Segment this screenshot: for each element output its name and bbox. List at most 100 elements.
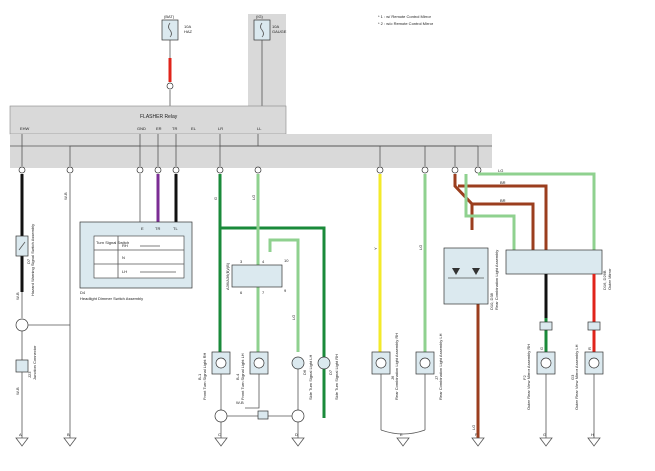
lamp-front-rh: Front Turn Signal Light RH B-1 — [197, 351, 231, 400]
svg-text:Outer Rear View Mirror Assembl: Outer Rear View Mirror Assembly LH — [574, 344, 579, 410]
hazard-switch-label: Hazard Warning Signal Switch Assembly — [30, 224, 35, 296]
junction-pin-7: 7 — [262, 290, 265, 295]
ground-e: E — [396, 432, 410, 447]
switch-row-label: Turn Signal Switch — [96, 240, 129, 245]
svg-text:B: B — [67, 432, 70, 437]
switch-header-e: E — [141, 226, 144, 231]
relay-terminal-lr: LR — [218, 126, 223, 131]
lamp-side-lh-code: D6 — [302, 369, 307, 375]
hazard-switch-code: D7 — [26, 258, 31, 264]
wire-brown-1 — [453, 174, 474, 230]
ground-c: C — [214, 432, 228, 447]
wire-label-lg-side: LG — [291, 315, 296, 320]
wire-label-y: Y — [373, 247, 378, 250]
svg-text:D: D — [295, 432, 298, 437]
fuse-gauge-name: GAUGE — [272, 29, 287, 34]
ground-f: F — [471, 432, 485, 447]
svg-text:E: E — [400, 432, 403, 437]
switch-header-tr: TR — [155, 226, 160, 231]
junction-connector-name: Junction Connector — [32, 345, 37, 380]
wire-label-lg-2: LG — [418, 245, 423, 250]
wire-green-upper — [220, 226, 326, 418]
fuse-haz-box: (BAT) — [164, 14, 175, 19]
note-2: * 2 : w/o Remote Control Mirror — [378, 21, 434, 26]
lamp-rear-rh: Rear Combination Light Assembly RH — [371, 333, 399, 400]
relay-terminal-el: EL — [191, 126, 197, 131]
junction-pin-6: 6 — [240, 290, 243, 295]
lamp-side-rh: Side Turn Signal Light RH — [317, 354, 339, 400]
relay-terminal-ll: LL — [257, 126, 262, 131]
rear-lamp-code: D10, D38 — [489, 292, 494, 310]
outer-mirror-connector — [505, 249, 603, 275]
ground-a: A — [15, 432, 29, 447]
wire-brown-2 — [458, 184, 548, 250]
lamp-rear-rh-code: J6 — [390, 375, 395, 380]
band-connectors — [18, 166, 482, 174]
lamp-rear-lh-code: J7 — [434, 375, 439, 380]
flasher-relay — [9, 105, 287, 135]
wire-lg-mirror-1 — [478, 172, 596, 250]
svg-text:B-4: B-4 — [235, 373, 240, 380]
switch-name: Headlight Dimmer Switch Assembly — [80, 296, 143, 301]
fuse-gauge-box: (IG) — [256, 14, 264, 19]
wire-label-br-2: BR — [500, 198, 506, 203]
junction-a36-code: A36/A36(B)/(B) — [225, 262, 230, 290]
harness-band — [10, 134, 492, 168]
rear-lamp-name: Rear Combination Light Assembly — [494, 250, 499, 310]
fuse-haz: (BAT) 10A HAZ — [161, 14, 193, 41]
relay-terminal-er: ER — [156, 126, 162, 131]
wire-label-wb-3: W-B — [63, 192, 68, 200]
ground-b: B — [63, 432, 77, 447]
svg-text:A: A — [19, 432, 22, 437]
lamp-mirror-lh-code: G3 — [570, 374, 575, 380]
svg-text:Rear Combination Light Assembl: Rear Combination Light Assembly RH — [394, 333, 399, 400]
junction-pin-10: 10 — [284, 258, 289, 263]
svg-text:B-1: B-1 — [197, 373, 202, 380]
junction-pin-3: 3 — [240, 259, 243, 264]
wire-lg-mirror-2 — [464, 174, 516, 250]
svg-text:F: F — [475, 432, 478, 437]
svg-text:Rear Combination Light Assembl: Rear Combination Light Assembly LH — [438, 333, 443, 400]
lamp-rear-lh: Rear Combination Light Assembly LH — [415, 333, 443, 400]
lamp-mirror-rh-code: F2 — [522, 375, 527, 380]
svg-text:G: G — [543, 432, 546, 437]
wire-label-g-mirror: G — [539, 347, 544, 350]
lamp-side-lh: Side Turn Signal Light LH — [291, 355, 313, 400]
rear-combination-light — [443, 247, 489, 305]
svg-text:C: C — [218, 432, 221, 437]
svg-text:Outer Rear View Mirror Assembl: Outer Rear View Mirror Assembly RH — [526, 344, 531, 410]
relay-terminal-tr: TR — [172, 126, 177, 131]
ground-d: D — [291, 432, 305, 447]
svg-text:H: H — [591, 432, 594, 437]
flasher-relay-title: FLASHER Relay — [140, 114, 178, 120]
wire-brown-3 — [472, 202, 535, 250]
mirror-code: D16, D26B — [602, 270, 607, 290]
wire-label-wb-4: W-B — [236, 400, 244, 405]
relay-terminal-gnd: GND — [137, 126, 146, 131]
svg-text:Side Turn Signal Light RH: Side Turn Signal Light RH — [334, 354, 339, 400]
relay-terminal-ehw: EHW — [20, 126, 30, 131]
wire-label-wb-2: W-B — [15, 387, 20, 395]
fuse-haz-name: HAZ — [184, 29, 193, 34]
lamp-mirror-lh: Outer Rear View Mirror Assembly LH — [574, 344, 604, 410]
svg-text:Side Turn Signal Light LH: Side Turn Signal Light LH — [308, 355, 313, 400]
wire-label-br-down: LG — [471, 425, 476, 430]
wire-label-br-1: BR — [500, 180, 506, 185]
junction-a36 — [231, 264, 283, 288]
junction-connector-code: J23 — [27, 371, 32, 378]
lamp-front-lh: Front Turn Signal Light LH B-4 — [235, 351, 269, 400]
switch-row-lh: LH — [122, 269, 127, 274]
junction-pin-9: 9 — [284, 288, 287, 293]
ground-g: G — [539, 432, 553, 447]
wire-label-lg-1: LG — [251, 195, 256, 200]
switch-table — [93, 235, 185, 279]
note-1: * 1 : w/ Remote Control Mirror — [378, 14, 432, 19]
mirror-name: Outer Mirror — [607, 268, 612, 290]
switch-row-rh: RH — [122, 243, 128, 248]
lamp-side-rh-code: D7 — [328, 369, 333, 375]
switch-header-tl: TL — [173, 226, 178, 231]
lamp-mirror-rh: Outer Rear View Mirror Assembly RH — [526, 344, 556, 410]
fuse-haz-rating: 10A — [184, 24, 191, 29]
svg-text:Front Turn Signal Light LH: Front Turn Signal Light LH — [240, 353, 245, 400]
